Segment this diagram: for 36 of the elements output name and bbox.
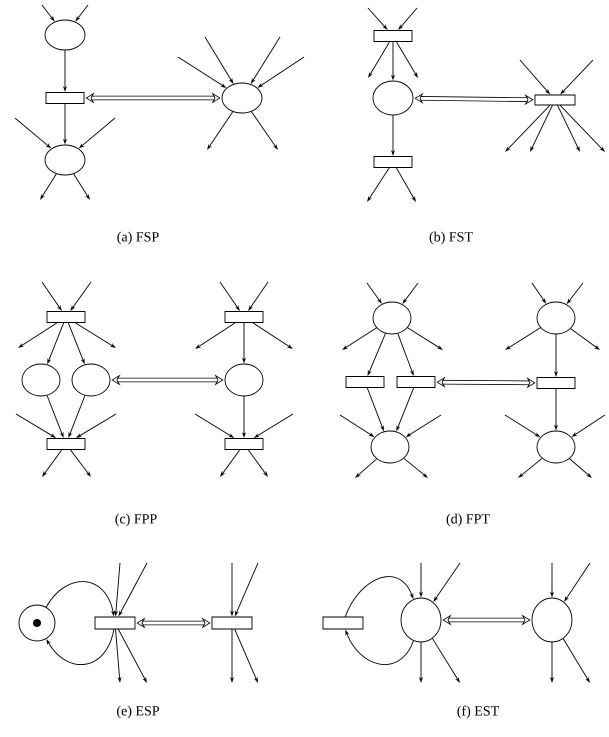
place-ellipse [536,302,576,334]
transition-bar [224,311,264,323]
transition-bar [224,438,264,450]
transition-bar [46,92,84,104]
arrow [46,629,114,665]
caption: (e) ESP [117,706,160,718]
place-ellipse [18,604,56,642]
place-ellipse [372,302,412,334]
place-ellipse [224,364,264,396]
transition-bar [534,94,576,106]
transition-bar [94,616,136,630]
place-ellipse [400,598,442,642]
transition-bar [396,376,436,388]
transition-bar [374,30,412,42]
place-ellipse [44,20,86,50]
arrow [344,576,414,617]
place-ellipse [532,598,572,642]
transition-bar [536,377,576,389]
place-ellipse [72,364,110,396]
caption: (d) FPT [446,514,490,526]
place-ellipse [44,144,86,176]
transition-bar [46,311,86,323]
caption: (a) FSP [117,232,159,244]
place-ellipse [370,430,410,464]
transition-bar [212,616,252,630]
place-ellipse [372,80,414,116]
caption: (c) FPP [115,514,157,526]
place-ellipse [536,430,576,464]
transition-bar [346,376,384,388]
transition-bar [374,156,412,168]
transition-bar [46,438,86,450]
transition-bar [322,616,364,630]
caption: (b) FST [430,232,473,244]
place-ellipse [22,364,60,396]
place-ellipse [222,82,262,114]
caption: (f) EST [457,706,499,718]
